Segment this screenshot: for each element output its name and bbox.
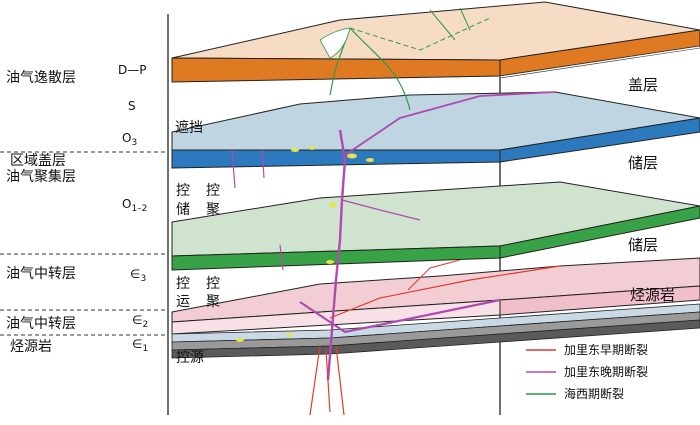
hercynian-fault-2 [429, 7, 471, 41]
stratum-c3: ∈3 [130, 267, 146, 284]
label-transfer-zone-upper: 油气中转层 [6, 266, 76, 282]
label-block: 遮挡 [175, 120, 203, 136]
middle-reservoir-top-surface [171, 181, 700, 257]
label-control-accum-3: 控 [206, 276, 220, 292]
stratum-c1: ∈1 [132, 337, 148, 354]
label-control-accum-4: 聚 [206, 294, 220, 310]
hercynian-fault-dashed [349, 17, 491, 51]
pink-layer-front [171, 299, 501, 335]
late-caledonian-lower-fault [299, 298, 501, 334]
early-caledonian-fault-3 [407, 259, 461, 291]
label-control-source: 控源 [176, 350, 204, 366]
late-caledonian-branch-2 [341, 199, 421, 221]
stratum-o3: O3 [122, 131, 137, 148]
late-caledonian-minor-faults [231, 149, 284, 271]
middle-reservoir-band-side [499, 205, 700, 259]
hydrocarbon-accumulations [236, 146, 374, 342]
label-reservoir-lower: 储层 [628, 236, 658, 254]
hercynian-fault-wedge [319, 27, 351, 59]
label-regional-cap: 区域盖层 [10, 153, 66, 169]
legend-label-early-caledonian: 加里东早期断裂 [564, 342, 648, 357]
stratum-c2: ∈2 [132, 313, 148, 330]
cap-band-front [171, 57, 501, 83]
label-source-rock: 烃源岩 [630, 286, 675, 304]
early-caledonian-fault-2 [309, 345, 345, 416]
upper-reservoir-band-front [171, 149, 501, 169]
legend-label-hercynian: 海西期断裂 [564, 386, 624, 401]
label-control-accum-1: 控 [206, 183, 220, 199]
label-control-transport-1: 控 [176, 276, 190, 292]
label-accumulation-zone: 油气聚集层 [6, 168, 76, 185]
legend: 加里东早期断裂 加里东晚期断裂 海西期断裂 [526, 342, 648, 401]
stratum-o1-2: O1–2 [122, 197, 147, 214]
early-caledonian-fault-1 [329, 265, 561, 319]
cap-band-side [499, 29, 700, 77]
late-caledonian-branch-1 [344, 91, 556, 156]
stratum-d-p: D—P [118, 63, 146, 77]
label-transfer-zone-lower: 油气中转层 [6, 316, 76, 332]
label-control-storage-1: 控 [176, 183, 190, 199]
label-control-accum-2: 聚 [206, 202, 220, 218]
legend-label-late-caledonian: 加里东晚期断裂 [564, 364, 648, 379]
label-dispersion-zone: 油气逸散层 [6, 70, 76, 86]
label-source-rock-zone: 烃源岩 [10, 339, 52, 355]
stratum-s: S [128, 99, 136, 113]
label-reservoir-upper: 储层 [628, 154, 658, 172]
label-cap-layer: 盖层 [628, 76, 658, 94]
label-control-storage-2: 储 [176, 202, 190, 218]
upper-reservoir-band-side [499, 117, 700, 163]
late-caledonian-main-fault [326, 129, 347, 381]
cap-base [499, 45, 700, 79]
source-band-gray-2 [171, 319, 700, 359]
label-control-transport-2: 运 [176, 294, 190, 310]
